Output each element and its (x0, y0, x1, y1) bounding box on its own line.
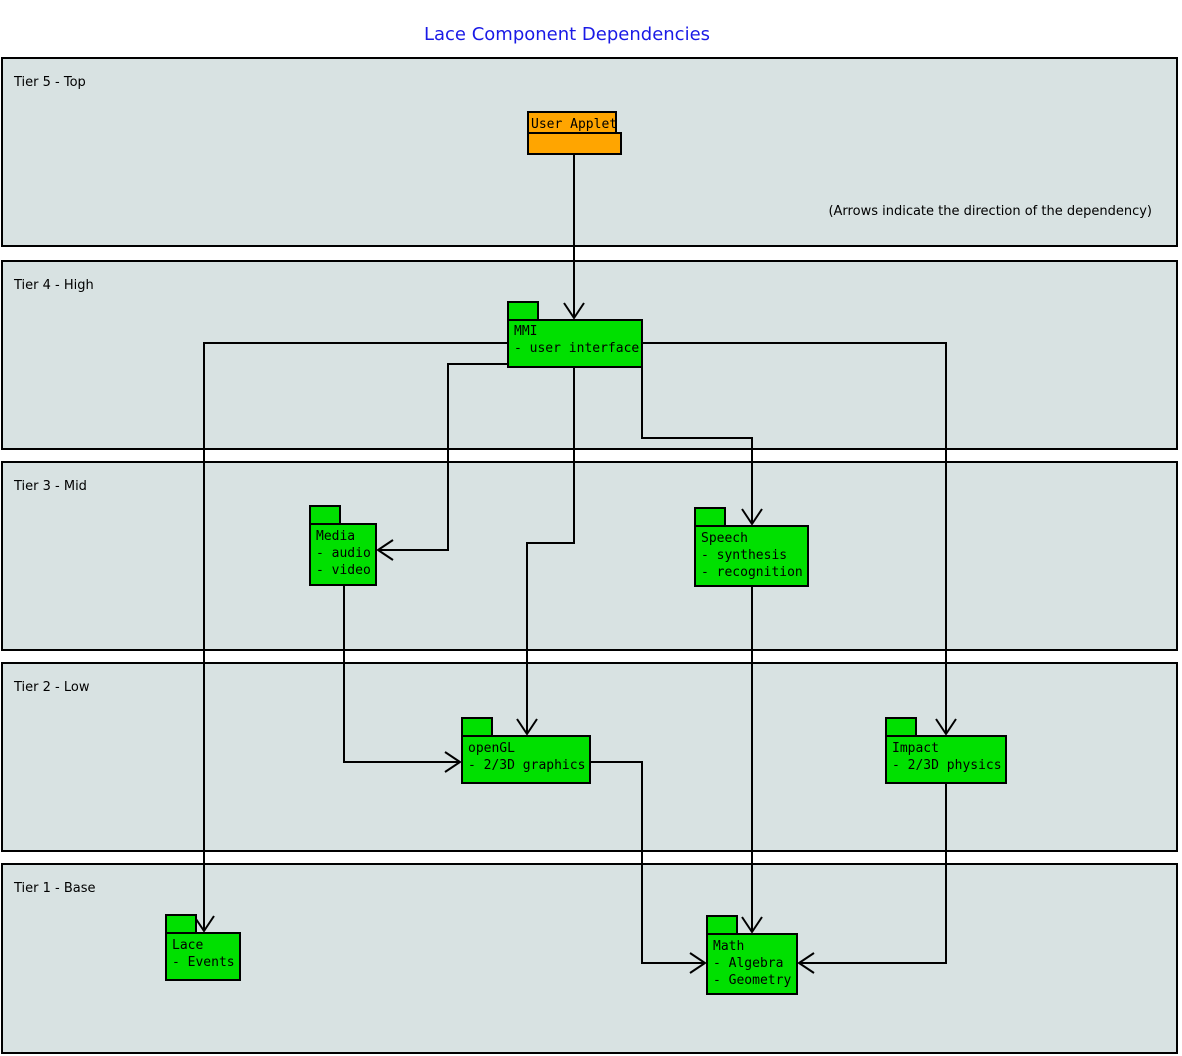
tier3-label: Tier 3 - Mid (13, 479, 87, 494)
media-name: Media (316, 529, 355, 544)
lace-detail-0: - Events (172, 955, 235, 970)
edge-media-to-opengl (343, 585, 462, 773)
component-opengl: openGL - 2/3D graphics (461, 717, 591, 784)
diagram-title: Lace Component Dependencies (424, 24, 710, 45)
dependency-edges (193, 153, 957, 974)
component-mmi: MMI - user interface (507, 301, 643, 368)
speech-detail-1: - recognition (701, 565, 803, 580)
component-media: Media - audio - video (309, 505, 377, 586)
media-detail-1: - video (316, 563, 371, 578)
user-applet-body (527, 132, 622, 155)
component-user-applet: User Applet (527, 111, 622, 155)
tier5-label: Tier 5 - Top (13, 75, 86, 90)
component-impact: Impact - 2/3D physics (885, 717, 1007, 784)
lace-body (165, 932, 241, 981)
speech-name: Speech (701, 531, 748, 546)
tier4-label: Tier 4 - High (13, 278, 94, 293)
edge-mmi-to-speech (641, 367, 763, 526)
impact-name: Impact (892, 741, 939, 756)
math-detail-1: - Geometry (713, 973, 791, 988)
edge-user-applet-to-mmi (563, 153, 585, 320)
speech-detail-0: - synthesis (701, 548, 787, 563)
tier3-band (1, 461, 1178, 651)
impact-body (885, 735, 1007, 784)
speech-body (694, 525, 809, 587)
mmi-name: MMI (514, 324, 537, 339)
edge-speech-to-math (741, 586, 763, 934)
user-applet-name: User Applet (531, 117, 617, 132)
opengl-detail-0: - 2/3D graphics (468, 758, 585, 773)
edge-impact-to-math (797, 783, 947, 974)
media-body (309, 523, 377, 586)
tier1-label: Tier 1 - Base (13, 881, 96, 896)
opengl-body (461, 735, 591, 784)
user-applet-title-box (527, 111, 617, 134)
media-detail-0: - audio (316, 546, 371, 561)
edge-mmi-to-lace (193, 342, 508, 933)
edge-opengl-to-math (590, 761, 707, 974)
math-detail-0: - Algebra (713, 956, 783, 971)
opengl-name: openGL (468, 741, 515, 756)
edge-mmi-to-impact (642, 342, 957, 736)
component-math: Math - Algebra - Geometry (706, 915, 798, 995)
math-name: Math (713, 939, 744, 954)
impact-detail-0: - 2/3D physics (892, 758, 1002, 773)
component-lace: Lace - Events (165, 914, 241, 981)
tier-bands: Tier 5 - Top Tier 4 - High Tier 3 - Mid … (1, 57, 1178, 1054)
lace-name: Lace (172, 938, 203, 953)
math-body (706, 933, 798, 995)
dependency-note: (Arrows indicate the direction of the de… (828, 204, 1152, 219)
mmi-body (507, 319, 643, 368)
edge-mmi-to-media (376, 363, 508, 561)
component-speech: Speech - synthesis - recognition (694, 507, 809, 587)
edge-mmi-to-opengl (516, 367, 575, 736)
mmi-detail-0: - user interface (514, 341, 639, 356)
tier2-label: Tier 2 - Low (13, 680, 90, 695)
